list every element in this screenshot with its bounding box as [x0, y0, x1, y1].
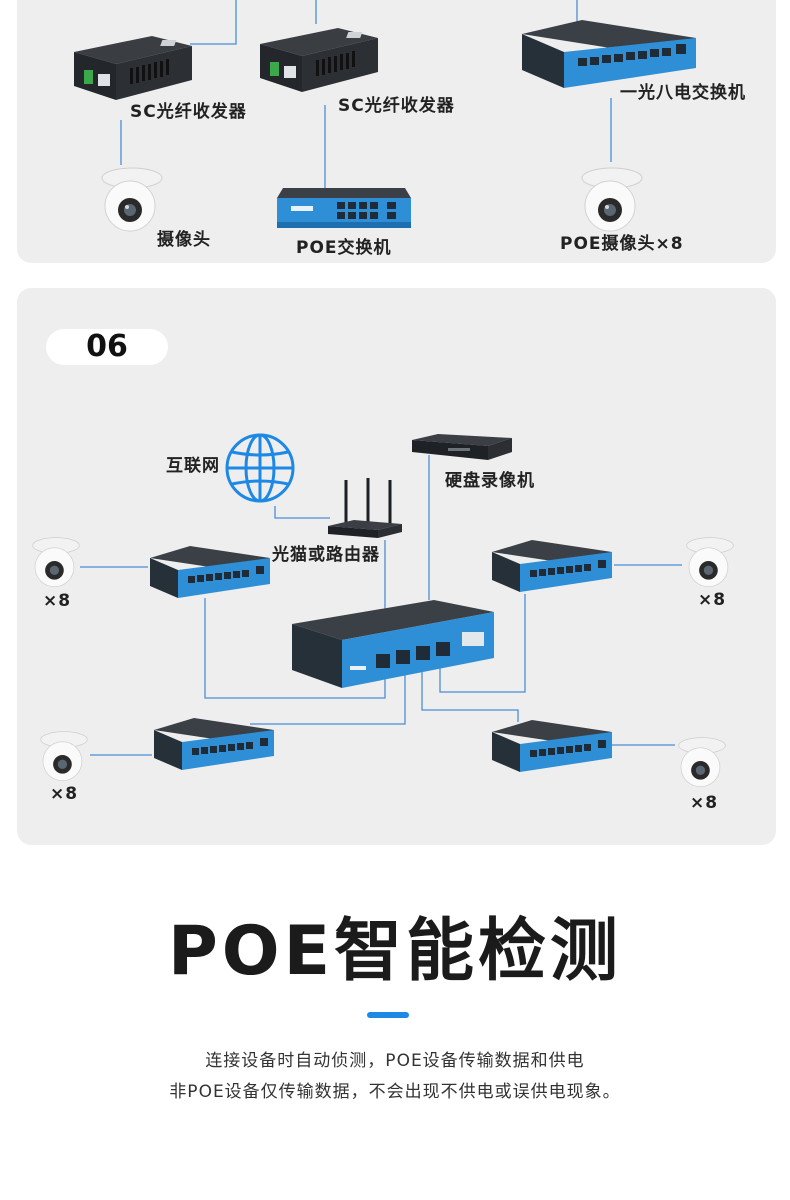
core-fiber-switch: [292, 600, 494, 688]
wire: [250, 675, 406, 725]
label-poe-switch: POE交换机: [296, 238, 392, 258]
label-x8: ×8: [50, 784, 79, 804]
access-switch-top-left: [150, 546, 270, 598]
label-nvr: 硬盘录像机: [445, 471, 535, 491]
fiber-transceiver-right: [260, 28, 378, 92]
feature-title: POE智能检测: [167, 912, 623, 991]
dome-camera-icon: [678, 737, 726, 788]
dome-camera-icon: [101, 167, 163, 232]
dome-camera-icon: [40, 731, 88, 782]
wire: [274, 506, 330, 519]
accent-bar: [367, 1012, 409, 1018]
access-switch-bottom-right: [492, 720, 612, 772]
globe-icon: [225, 433, 295, 503]
nvr-recorder: [412, 434, 512, 460]
label-x8: ×8: [698, 590, 727, 610]
fiber-transceiver-left: [74, 36, 192, 100]
router: [328, 478, 402, 538]
scenario-number-badge: 06: [46, 329, 168, 365]
label-poe-camera-x8: POE摄像头×8: [560, 234, 684, 254]
feature-description-line2: 非POE设备仅传输数据，不会出现不供电或误供电现象。: [169, 1082, 621, 1102]
label-sc-transceiver-right: SC光纤收发器: [338, 96, 455, 116]
label-switch-1x8: 一光八电交换机: [620, 83, 746, 103]
wire: [204, 598, 386, 699]
wire: [439, 594, 526, 693]
dome-camera-icon: [686, 537, 734, 588]
switch-1x8: [522, 20, 696, 88]
label-sc-transceiver-left: SC光纤收发器: [130, 102, 247, 122]
label-camera: 摄像头: [157, 230, 211, 250]
poe-switch: [277, 188, 411, 228]
wire: [421, 670, 519, 722]
feature-description-line1: 连接设备时自动侦测，POE设备传输数据和供电: [205, 1051, 585, 1071]
label-x8: ×8: [43, 591, 72, 611]
access-switch-bottom-left: [154, 718, 274, 770]
label-router: 光猫或路由器: [272, 545, 380, 565]
access-switch-top-right: [492, 540, 612, 592]
dome-camera-icon: [32, 537, 80, 588]
dome-camera-icon: [581, 167, 643, 232]
label-internet: 互联网: [166, 456, 220, 476]
label-x8: ×8: [690, 793, 719, 813]
wire: [190, 0, 237, 45]
